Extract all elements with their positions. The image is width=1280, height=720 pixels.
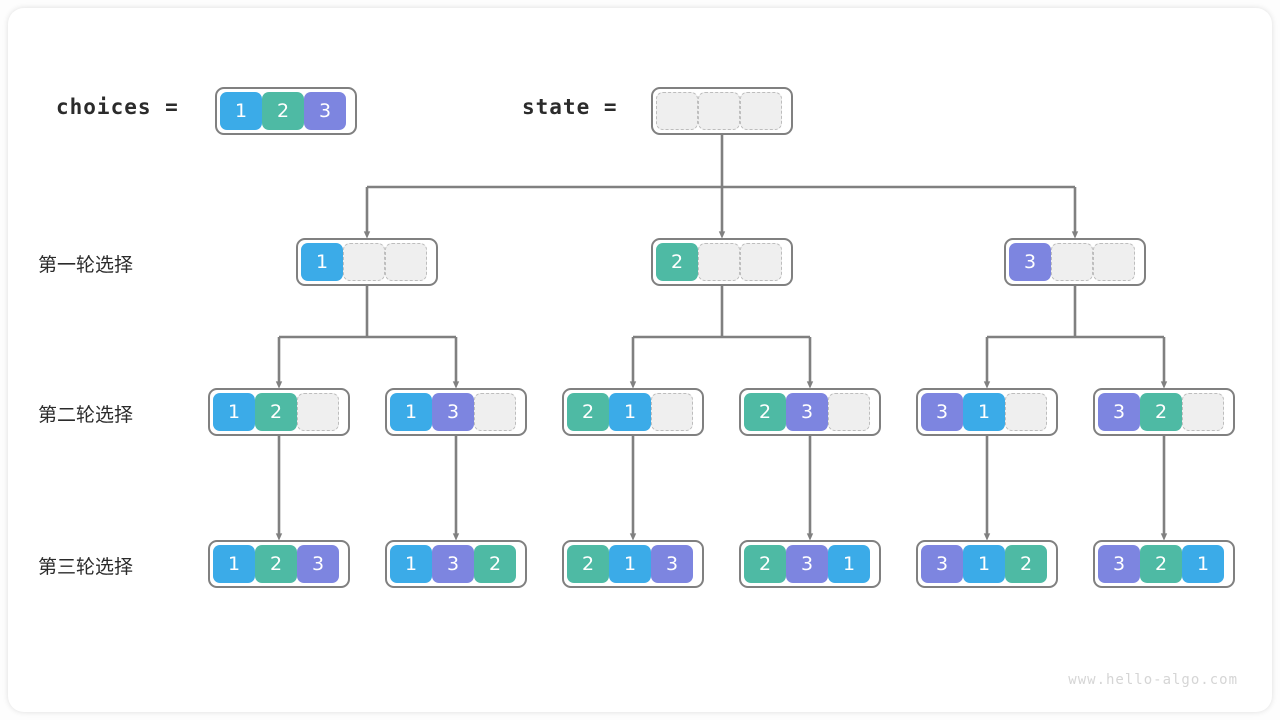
state-cell-value-1: 1 <box>390 545 432 583</box>
state-cell-value-3: 3 <box>432 393 474 431</box>
row-label-round-2: 第二轮选择 <box>38 404 134 426</box>
state-cell-value-1: 1 <box>963 545 1005 583</box>
state-cell-value-2: 2 <box>567 545 609 583</box>
state-cell-value-3: 3 <box>651 545 693 583</box>
row-label-round-3: 第三轮选择 <box>38 556 134 578</box>
state-cell-value-3: 3 <box>1009 243 1051 281</box>
state-array <box>651 87 793 135</box>
state-cell-empty <box>343 243 385 281</box>
state-cell-empty <box>385 243 427 281</box>
state-cell-value-1: 1 <box>301 243 343 281</box>
watermark: www.hello-algo.com <box>1068 672 1238 688</box>
state-cell-value-2: 2 <box>474 545 516 583</box>
state-cell-value-2: 2 <box>1140 545 1182 583</box>
state-cell-empty <box>828 393 870 431</box>
state-cell-value-3: 3 <box>786 545 828 583</box>
state-cell-value-1: 1 <box>828 545 870 583</box>
state-cell-value-1: 1 <box>213 393 255 431</box>
state-cell-value-3: 3 <box>786 393 828 431</box>
state-cell-value-2: 2 <box>744 393 786 431</box>
state-cell-empty <box>740 92 782 130</box>
state-cell-empty <box>651 393 693 431</box>
state-cell-empty <box>1182 393 1224 431</box>
state-cell-value-2: 2 <box>567 393 609 431</box>
state-cell-empty <box>1051 243 1093 281</box>
level1-node-2: 2 <box>651 238 793 286</box>
state-cell-empty <box>698 92 740 130</box>
state-cell-value-3: 3 <box>432 545 474 583</box>
state-cell-empty <box>1093 243 1135 281</box>
state-label: state = <box>522 95 618 119</box>
state-cell-value-1: 1 <box>963 393 1005 431</box>
state-cell-value-2: 2 <box>1140 393 1182 431</box>
state-cell-value-3: 3 <box>1098 545 1140 583</box>
state-cell-value-1: 1 <box>220 92 262 130</box>
state-cell-value-3: 3 <box>921 545 963 583</box>
state-cell-empty <box>474 393 516 431</box>
state-cell-value-2: 2 <box>1005 545 1047 583</box>
state-cell-empty <box>297 393 339 431</box>
state-cell-value-2: 2 <box>255 393 297 431</box>
state-cell-empty <box>740 243 782 281</box>
state-cell-value-2: 2 <box>262 92 304 130</box>
state-cell-value-3: 3 <box>1098 393 1140 431</box>
row-label-round-1: 第一轮选择 <box>38 254 134 276</box>
state-cell-value-1: 1 <box>213 545 255 583</box>
level1-node-1: 1 <box>296 238 438 286</box>
state-cell-value-1: 1 <box>1182 545 1224 583</box>
state-cell-value-3: 3 <box>921 393 963 431</box>
state-cell-empty <box>656 92 698 130</box>
state-cell-empty <box>1005 393 1047 431</box>
state-cell-value-3: 3 <box>297 545 339 583</box>
state-cell-value-1: 1 <box>609 393 651 431</box>
state-cell-empty <box>698 243 740 281</box>
state-cell-value-2: 2 <box>744 545 786 583</box>
choices-label: choices = <box>56 95 179 119</box>
state-cell-value-2: 2 <box>656 243 698 281</box>
state-cell-value-1: 1 <box>609 545 651 583</box>
state-cell-value-1: 1 <box>390 393 432 431</box>
state-cell-value-2: 2 <box>255 545 297 583</box>
level1-node-3: 3 <box>1004 238 1146 286</box>
state-cell-value-3: 3 <box>304 92 346 130</box>
